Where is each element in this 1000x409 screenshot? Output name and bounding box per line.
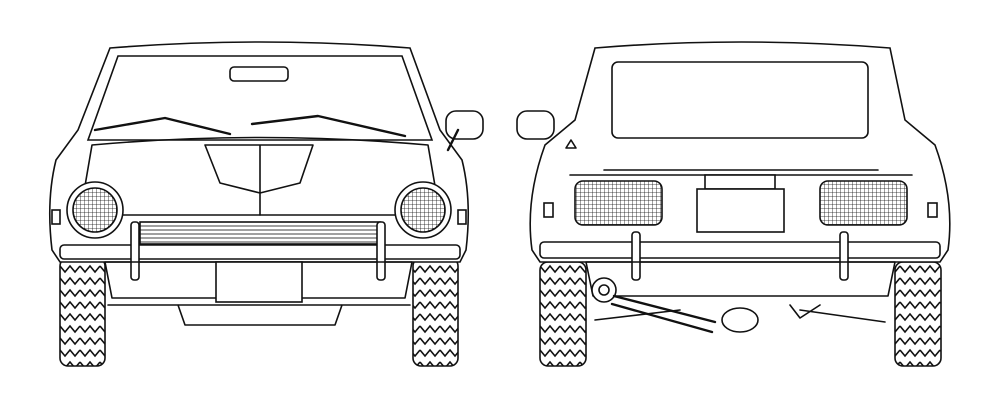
rear-bumper (539, 241, 941, 259)
rear-window (611, 61, 869, 139)
rear-license-plate (696, 188, 785, 233)
emblem-icon (565, 139, 577, 149)
rear-view (516, 41, 951, 367)
plate-light (704, 174, 776, 190)
bumper-guard-left (130, 221, 140, 281)
hood-bulge (204, 144, 314, 216)
rear-bumper-guard-left (631, 231, 641, 281)
rearview-mirror (229, 66, 289, 82)
rear-tire-right (894, 261, 942, 367)
exhaust-pipe (591, 277, 759, 334)
bumper-guard-right (376, 221, 386, 281)
headlight-left (66, 181, 124, 239)
hood (79, 136, 441, 216)
front-view (48, 41, 484, 367)
rear-tire-left (539, 261, 587, 367)
side-mirror-front (445, 110, 484, 152)
front-tire-right (412, 257, 459, 367)
rear-marker-left (543, 202, 554, 218)
taillight-right (819, 180, 908, 226)
wiper-right (250, 114, 407, 138)
rear-suspension (594, 304, 886, 323)
front-tire-left (59, 257, 106, 367)
side-mirror-rear (516, 110, 555, 140)
front-valance (104, 261, 413, 326)
rear-bumper-guard-right (839, 231, 849, 281)
rear-valance (585, 261, 896, 297)
indicator-left (51, 209, 61, 225)
headlight-right (394, 181, 452, 239)
taillight-left (574, 180, 663, 226)
wiper-left (93, 116, 232, 136)
rear-marker-right (927, 202, 938, 218)
front-bumper (59, 244, 461, 260)
front-license-plate (215, 261, 303, 303)
indicator-right (457, 209, 467, 225)
front-grille (139, 221, 381, 245)
